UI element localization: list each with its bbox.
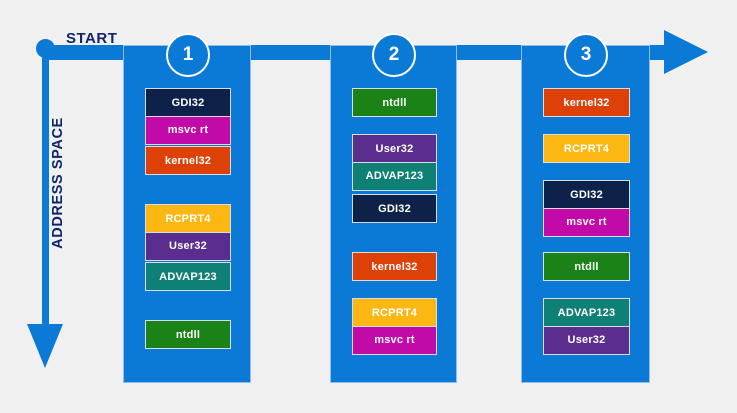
dll-group: RCPRT4	[543, 134, 630, 163]
dll-group: ntdll	[543, 252, 630, 281]
dll-group: ntdll	[145, 320, 231, 349]
dll-box-msvc-rt[interactable]: msvc rt	[145, 115, 231, 145]
dll-box-kernel32[interactable]: kernel32	[145, 146, 231, 175]
dll-box-user32[interactable]: User32	[352, 134, 437, 163]
dll-box-gdi32[interactable]: GDI32	[145, 88, 231, 117]
address-space-axis-label: ADDRESS SPACE	[50, 117, 66, 249]
step-circle-3[interactable]: 3	[564, 33, 608, 77]
dll-box-user32[interactable]: User32	[543, 325, 630, 355]
dll-box-gdi32[interactable]: GDI32	[543, 180, 630, 209]
dll-group: ADVAP123	[145, 262, 231, 291]
dll-box-msvc-rt[interactable]: msvc rt	[352, 325, 437, 355]
dll-box-ntdll[interactable]: ntdll	[145, 320, 231, 349]
dll-box-gdi32[interactable]: GDI32	[352, 194, 437, 223]
dll-box-ntdll[interactable]: ntdll	[543, 252, 630, 281]
address-space-axis-line	[42, 48, 49, 330]
dll-box-advap123[interactable]: ADVAP123	[145, 262, 231, 291]
dll-box-rcprt4[interactable]: RCPRT4	[145, 204, 231, 233]
step-circle-1[interactable]: 1	[166, 33, 210, 77]
dll-box-kernel32[interactable]: kernel32	[352, 252, 437, 281]
dll-group: GDI32	[352, 194, 437, 223]
dll-group: kernel32	[543, 88, 630, 117]
step-circle-2[interactable]: 2	[372, 33, 416, 77]
right-arrow-icon	[664, 30, 708, 74]
down-arrow-icon	[27, 324, 63, 368]
dll-group: kernel32	[352, 252, 437, 281]
dll-group: ntdll	[352, 88, 437, 117]
dll-box-rcprt4[interactable]: RCPRT4	[352, 298, 437, 327]
start-label: START	[66, 30, 118, 47]
dll-box-rcprt4[interactable]: RCPRT4	[543, 134, 630, 163]
dll-box-kernel32[interactable]: kernel32	[543, 88, 630, 117]
dll-box-advap123[interactable]: ADVAP123	[543, 298, 630, 327]
dll-box-user32[interactable]: User32	[145, 231, 231, 261]
dll-box-msvc-rt[interactable]: msvc rt	[543, 207, 630, 237]
dll-box-ntdll[interactable]: ntdll	[352, 88, 437, 117]
dll-group: kernel32	[145, 146, 231, 175]
dll-box-advap123[interactable]: ADVAP123	[352, 161, 437, 191]
